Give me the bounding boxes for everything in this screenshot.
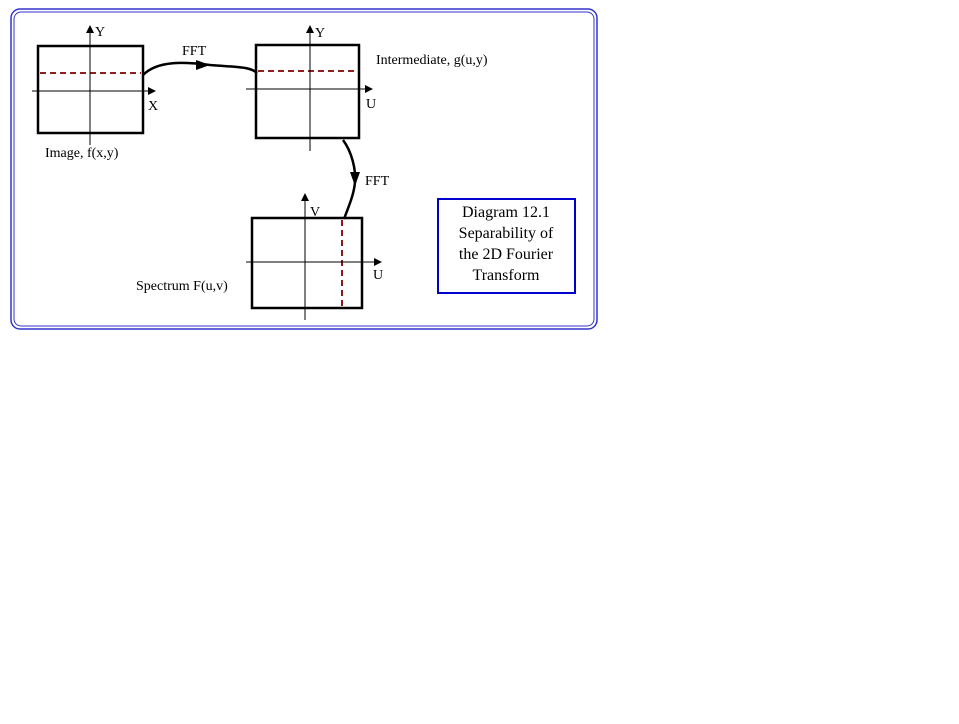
diagram-caption-box: Diagram 12.1 Separability of the 2D Four… [437,198,576,294]
image-panel: Y X Image, f(x,y) [32,25,158,161]
caption-box-border [437,198,576,294]
outer-frame [10,8,598,330]
spectrum-caption: Spectrum F(u,v) [136,279,228,294]
spectrum-v-axis-label: V [310,205,320,220]
image-caption: Image, f(x,y) [45,146,119,161]
intermediate-y-axis-label: Y [315,26,325,41]
intermediate-panel: Y U Intermediate, g(u,y) [246,25,488,151]
caption-line-2: Separability of [459,225,554,242]
caption-line-1: Diagram 12.1 [462,204,550,221]
spectrum-panel-box [250,216,364,310]
intermediate-u-axis-label: U [366,97,376,112]
fft-arrow-vertical: FFT [341,139,390,220]
image-x-axis-label: X [148,99,158,114]
spectrum-panel: V U Spectrum F(u,v) [136,193,383,320]
image-y-axis-label: Y [95,25,105,40]
fft-arrowhead-vertical [350,172,360,186]
intermediate-panel-box [254,43,361,140]
fft-arrow-horizontal: FFT [142,44,258,76]
outer-frame-inner [13,11,595,327]
fft-label-vertical: FFT [365,174,390,189]
fft-label-horizontal: FFT [182,44,207,59]
caption-line-4: Transform [473,267,541,284]
spectrum-u-axis-label: U [373,268,383,283]
caption-line-3: the 2D Fourier [459,246,554,263]
fft-arrowhead-horizontal [196,60,210,70]
intermediate-caption: Intermediate, g(u,y) [376,53,488,68]
